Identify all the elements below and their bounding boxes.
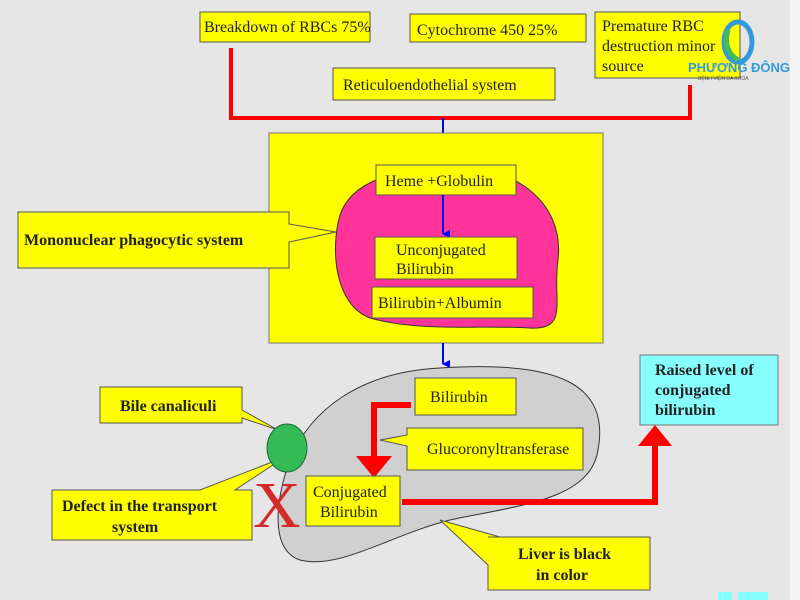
liver-color-line: Liver is black	[518, 546, 611, 563]
cytochrome-box: Cytochrome 450 25%	[409, 13, 587, 43]
liver-bilirubin-label: Bilirubin	[430, 389, 488, 406]
premature-line: destruction minor	[602, 38, 716, 55]
bilirubin-albumin-label: Bilirubin+Albumin	[378, 295, 502, 312]
logo-sub: BỆNH VIỆN ĐA KHOA	[698, 74, 749, 82]
premature-line: Premature RBC	[602, 18, 704, 35]
heme-globulin-box: Heme +Globulin	[375, 164, 517, 196]
bile-canaliculi-label: Bile canaliculi	[120, 398, 217, 415]
cytochrome-label: Cytochrome 450 25%	[417, 22, 557, 39]
liver-color-line: in color	[536, 567, 588, 584]
right-edge	[790, 0, 800, 600]
unconjugated-line: Bilirubin	[396, 261, 454, 278]
conjugated-line: Conjugated	[313, 484, 387, 501]
mononuclear-label: Mononuclear phagocytic system	[24, 232, 244, 249]
conjugation-arrow	[371, 402, 411, 458]
raised-arrowhead	[638, 425, 672, 446]
premature-box: Premature RBC destruction minor source	[594, 11, 741, 79]
conjugated-line: Bilirubin	[320, 504, 378, 521]
defect-line: system	[112, 519, 159, 536]
unconjugated-line: Unconjugated	[396, 242, 486, 259]
conjugated-box: Conjugated Bilirubin	[305, 475, 401, 527]
reticuloendothelial-label: Reticuloendothelial system	[343, 77, 517, 94]
logo: PHƯƠNG ĐÔNG BỆNH VIỆN ĐA KHOA	[688, 19, 790, 82]
bilirubin-albumin-box: Bilirubin+Albumin	[371, 286, 534, 319]
defect-line: Defect in the transport	[62, 498, 218, 515]
raised-level-box: Raised level of conjugated bilirubin	[639, 354, 779, 426]
nav-square[interactable]	[738, 592, 768, 600]
raised-line: bilirubin	[655, 402, 716, 419]
logo-name: PHƯƠNG ĐÔNG	[688, 60, 790, 75]
blocked-x-mark: X	[253, 469, 301, 542]
source-connector-line	[229, 48, 692, 120]
raised-line: conjugated	[655, 382, 731, 399]
nav-square[interactable]	[718, 592, 732, 600]
defect-callout: Defect in the transport system	[51, 456, 286, 541]
unconjugated-box: Unconjugated Bilirubin	[374, 236, 518, 280]
conjugation-arrowhead	[356, 456, 392, 478]
raised-line: Raised level of	[655, 362, 754, 379]
reticuloendothelial-box: Reticuloendothelial system	[332, 67, 556, 101]
rbc-breakdown-label: Breakdown of RBCs 75%	[204, 19, 371, 36]
rbc-breakdown-box: Breakdown of RBCs 75%	[199, 11, 371, 43]
liver-color-callout: Liver is black in color	[439, 519, 651, 591]
liver-bilirubin-box: Bilirubin	[414, 377, 517, 416]
premature-line: source	[602, 58, 644, 75]
bile-canaliculi-callout: Bile canaliculi	[99, 386, 279, 431]
bile-canaliculus	[266, 423, 308, 473]
enzyme-label: Glucoronyltransferase	[427, 441, 569, 458]
mononuclear-callout: Mononuclear phagocytic system	[17, 211, 337, 269]
enzyme-callout: Glucoronyltransferase	[379, 427, 584, 471]
raised-arrow	[402, 444, 658, 505]
heme-globulin-label: Heme +Globulin	[385, 173, 493, 190]
